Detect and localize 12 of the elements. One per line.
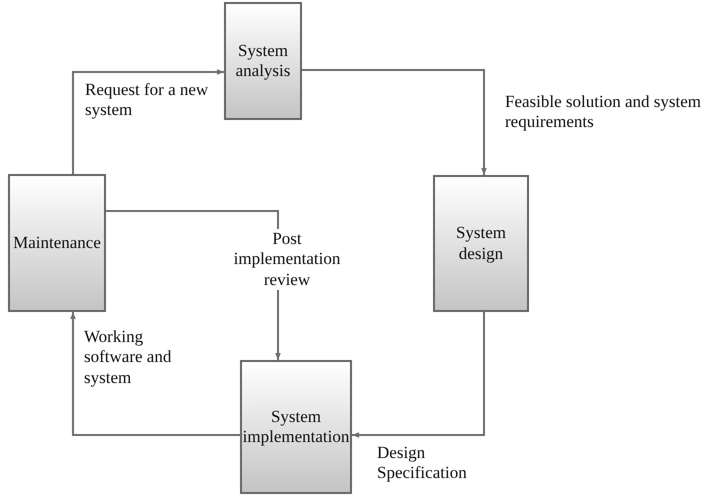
arrow [72,69,224,174]
process-box [224,2,302,120]
arrow [302,69,487,175]
arrow [352,312,485,438]
box-label: System analysis [234,40,292,82]
arrow [70,312,240,436]
box-label: System implementation [242,406,350,448]
box-label: Maintenance [12,232,102,254]
process-box [433,175,529,312]
process-box [240,360,352,494]
box-label: System design [454,223,508,264]
process-box [8,174,106,312]
